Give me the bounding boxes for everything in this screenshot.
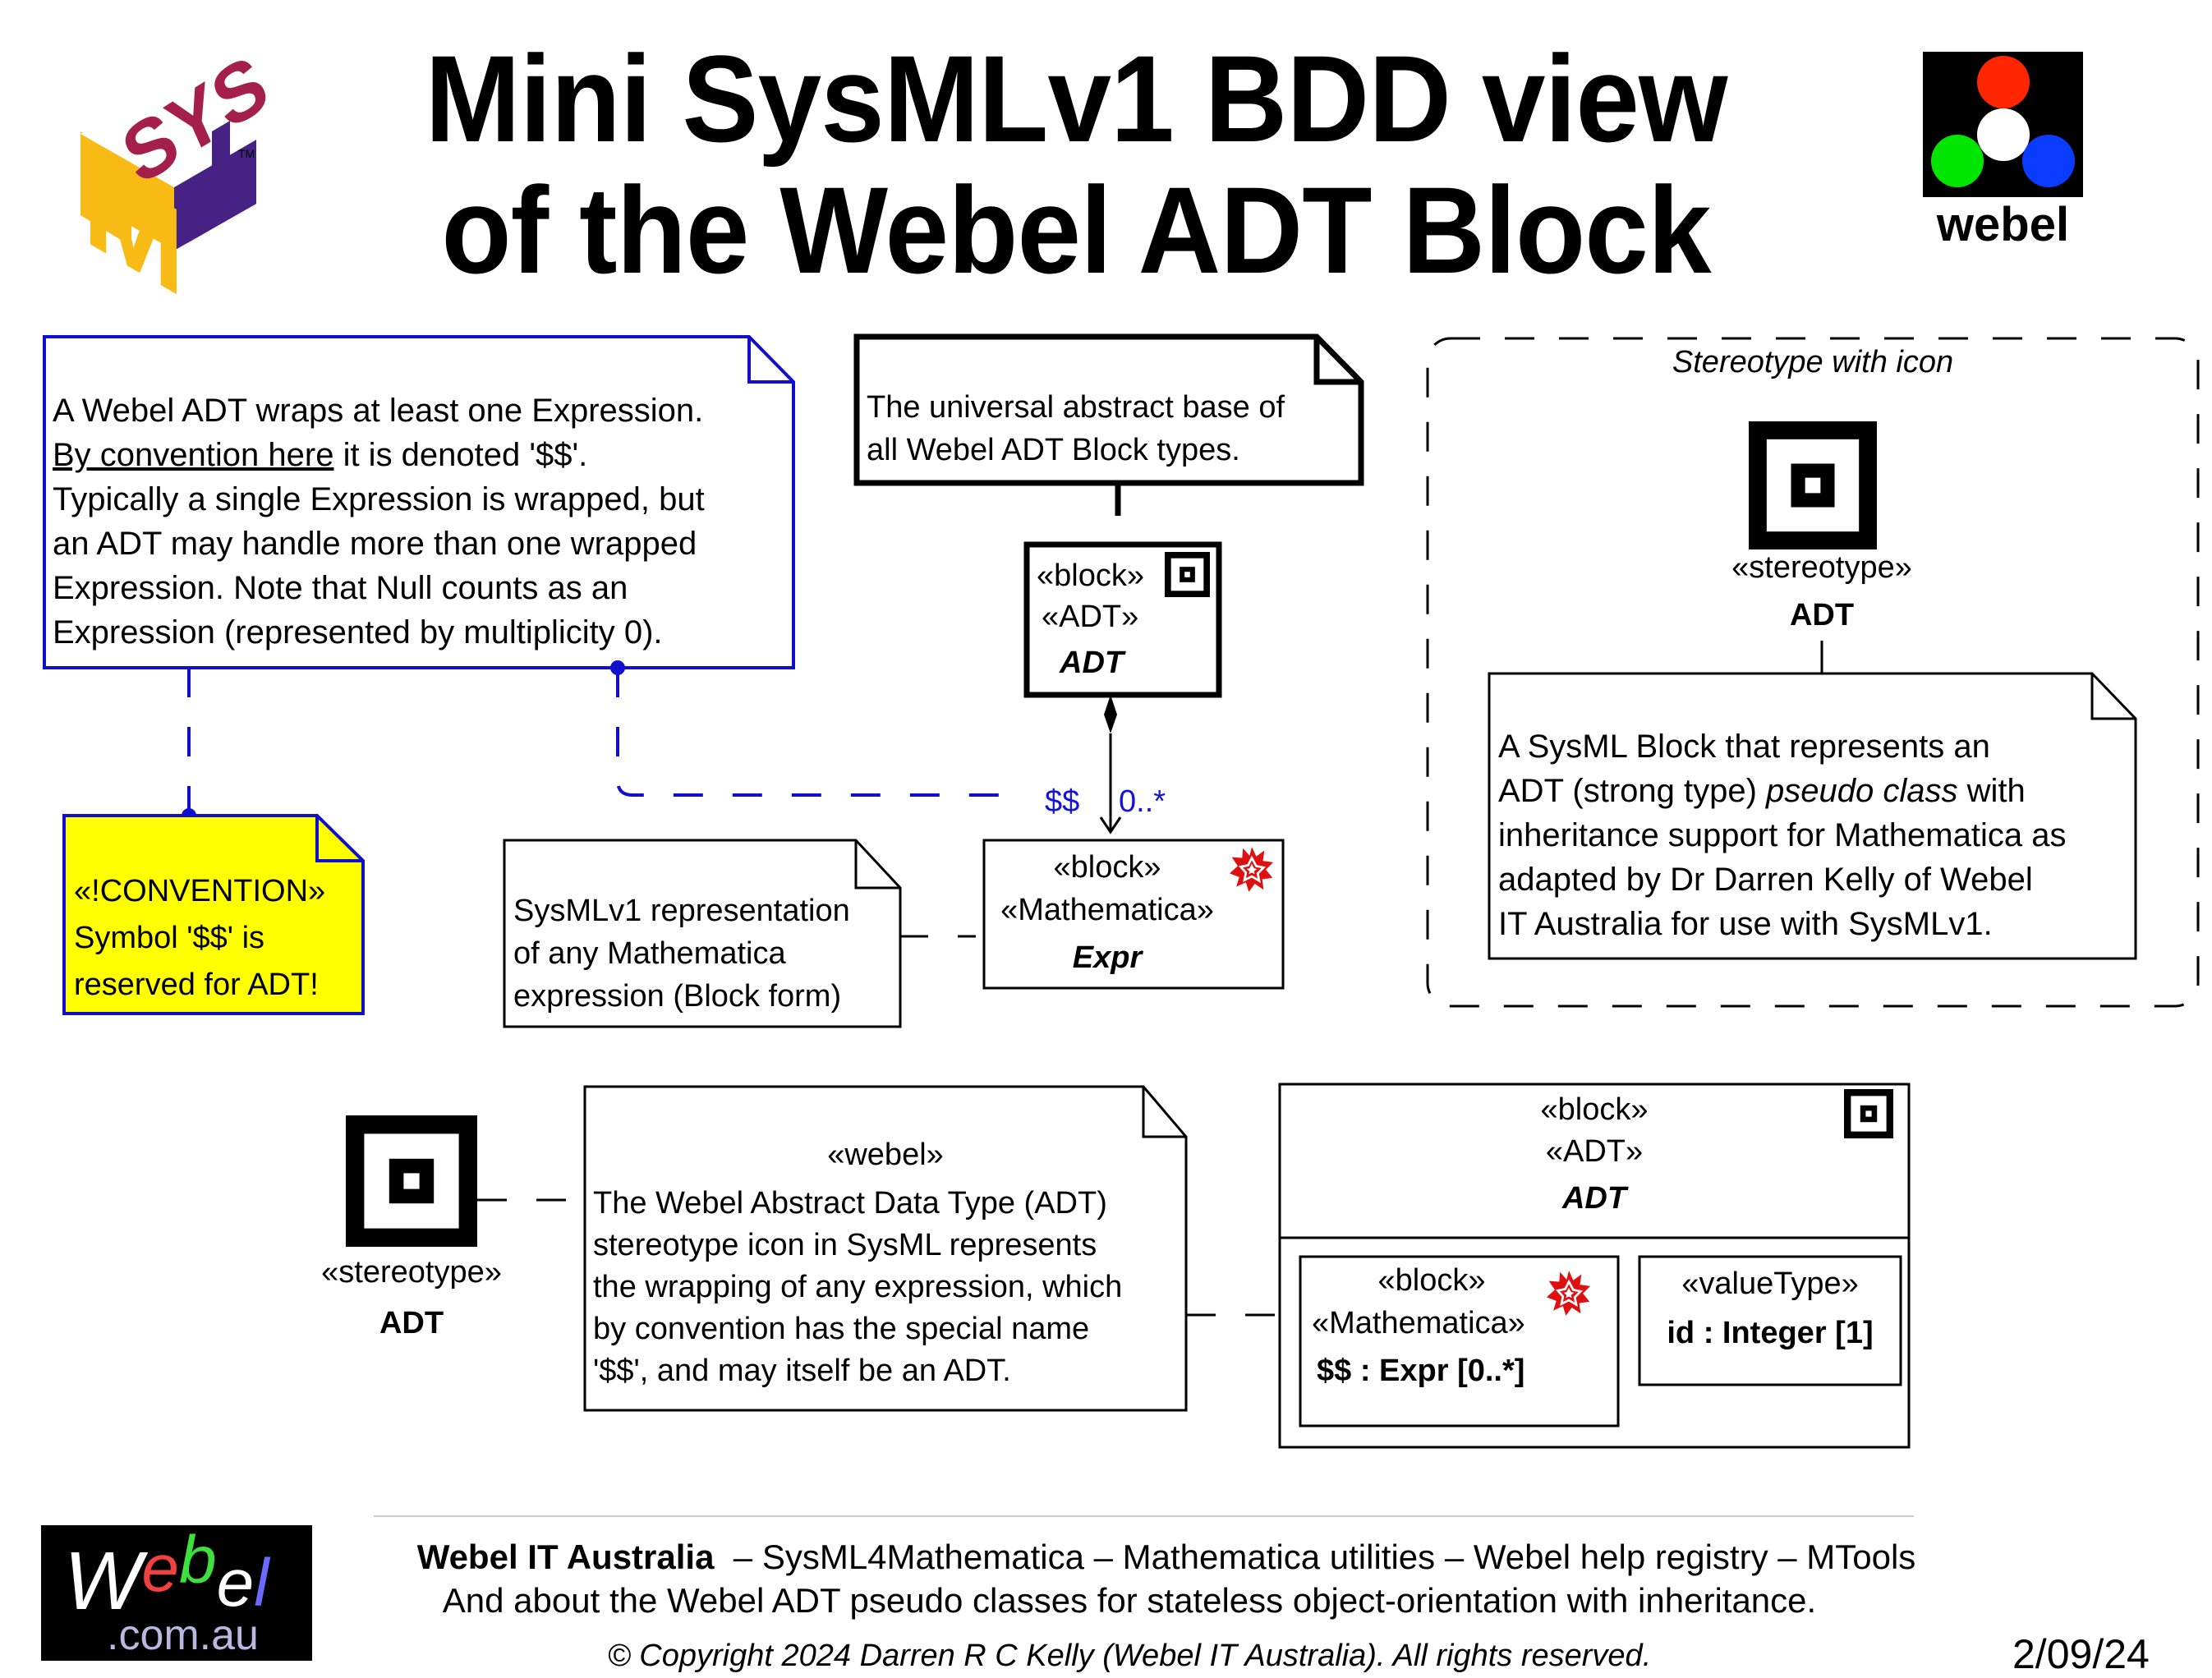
convention-stereotype: «!CONVENTION» — [74, 874, 326, 908]
association-multiplicity: 0..* — [1119, 784, 1166, 819]
webel-com-au-logo-bg — [41, 1525, 312, 1661]
adt-icon-small — [1844, 1089, 1893, 1138]
note-expression-line: an ADT may handle more than one wrapped — [53, 526, 697, 562]
block-adt-stereotype: «ADT» — [1042, 600, 1139, 634]
note-expression-line: A Webel ADT wraps at least one Expressio… — [53, 393, 704, 429]
note-convention: «!CONVENTION» Symbol '$$' is reserved fo… — [74, 868, 325, 1009]
note-sysml-repr: SysMLv1 representation of any Mathematic… — [513, 894, 850, 1014]
note-webel: The Webel Abstract Data Type (ADT) stere… — [593, 1186, 1123, 1388]
footer-links-text[interactable]: – SysML4Mathematica – Mathematica utilit… — [714, 1538, 1916, 1576]
block-expr-shape — [982, 839, 1285, 990]
mathematica-icon — [1230, 847, 1274, 891]
stereotype-bottom-keyword: «stereotype» — [321, 1255, 502, 1290]
webel-logo-label: webel — [1936, 198, 2070, 251]
webel-com-au-logo[interactable]: Webel .com.au — [64, 1523, 269, 1659]
note-sysml-repr-shape — [503, 839, 976, 1028]
adt-icon — [1165, 552, 1210, 597]
part-expr[interactable]: «block» «Mathematica» $$ : Expr [0..*] — [1300, 1259, 1563, 1392]
block-adt-full-name: ADT — [1561, 1181, 1627, 1216]
part-expr-property: $$ : Expr [0..*] — [1317, 1354, 1525, 1388]
page-title-line-2: of the Webel ADT Block — [441, 161, 1711, 299]
note-expression-line: Expression (represented by multiplicity … — [53, 614, 663, 651]
block-expr[interactable]: «block» «Mathematica» Expr — [984, 846, 1230, 979]
note-expression-line: By convention here it is denoted '$$'. — [53, 437, 588, 473]
adt-stereotype-icon-large — [1749, 421, 1877, 549]
note-convention-shape — [62, 814, 365, 1015]
stereotype-name: ADT — [1789, 598, 1855, 632]
block-adt[interactable]: «block» «ADT» ADT — [1037, 555, 1144, 683]
note-webel-shape — [583, 1085, 1188, 1412]
part-id-property: id : Integer [1] — [1667, 1316, 1874, 1350]
note-sysml-block: A SysML Block that represents an ADT (st… — [1498, 729, 2067, 942]
footer-links: Webel IT Australia – SysML4Mathematica –… — [329, 1538, 2004, 1577]
note-universal: The universal abstract base of all Webel… — [867, 390, 1285, 467]
footer-copyright: © Copyright 2024 Darren R C Kelly (Webel… — [607, 1639, 1652, 1673]
footer-about: And about the Webel ADT pseudo classes f… — [442, 1581, 1817, 1620]
mathematica-icon — [1547, 1271, 1591, 1315]
note-sysml-block-shape — [1488, 672, 2137, 960]
block-adt-full[interactable]: «block» «ADT» ADT — [1280, 1089, 1909, 1220]
webel-logo — [1923, 52, 2083, 197]
svg-text:TM: TM — [238, 147, 255, 160]
note-expression-line: Typically a single Expression is wrapped… — [53, 481, 705, 517]
association-role: $$ — [1045, 784, 1080, 819]
block-adt-name: ADT — [1060, 646, 1124, 680]
stereotype-frame-caption: Stereotype with icon — [1672, 345, 1954, 379]
convention-link[interactable]: By convention here — [53, 437, 334, 473]
footer-company[interactable]: Webel IT Australia — [416, 1538, 715, 1576]
note-universal-shape — [853, 333, 1364, 516]
part-id[interactable]: «valueType» id : Integer [1] — [1639, 1259, 1901, 1358]
note-webel-stereotype: «webel» — [827, 1138, 944, 1172]
sysml-logo: SYS M TM — [80, 38, 280, 325]
footer-date: 2/09/24 — [2012, 1631, 2150, 1677]
page-title-line-1: Mini SysMLv1 BDD view — [425, 30, 1727, 168]
block-expr-name: Expr — [1072, 940, 1143, 975]
block-expr-stereotype: «block» — [1053, 850, 1161, 885]
note-expression: A Webel ADT wraps at least one Expressio… — [53, 388, 705, 655]
block-expr-stereotype: «Mathematica» — [1000, 893, 1214, 927]
block-adt-stereotype: «block» — [1037, 559, 1144, 593]
adt-stereotype-icon-bottom — [346, 1115, 477, 1247]
stereotype-bottom-name: ADT — [379, 1306, 444, 1340]
note-expression-line: Expression. Note that Null counts as an — [53, 570, 628, 606]
note-expression-shape — [43, 335, 795, 669]
stereotype-keyword: «stereotype» — [1731, 550, 1912, 585]
